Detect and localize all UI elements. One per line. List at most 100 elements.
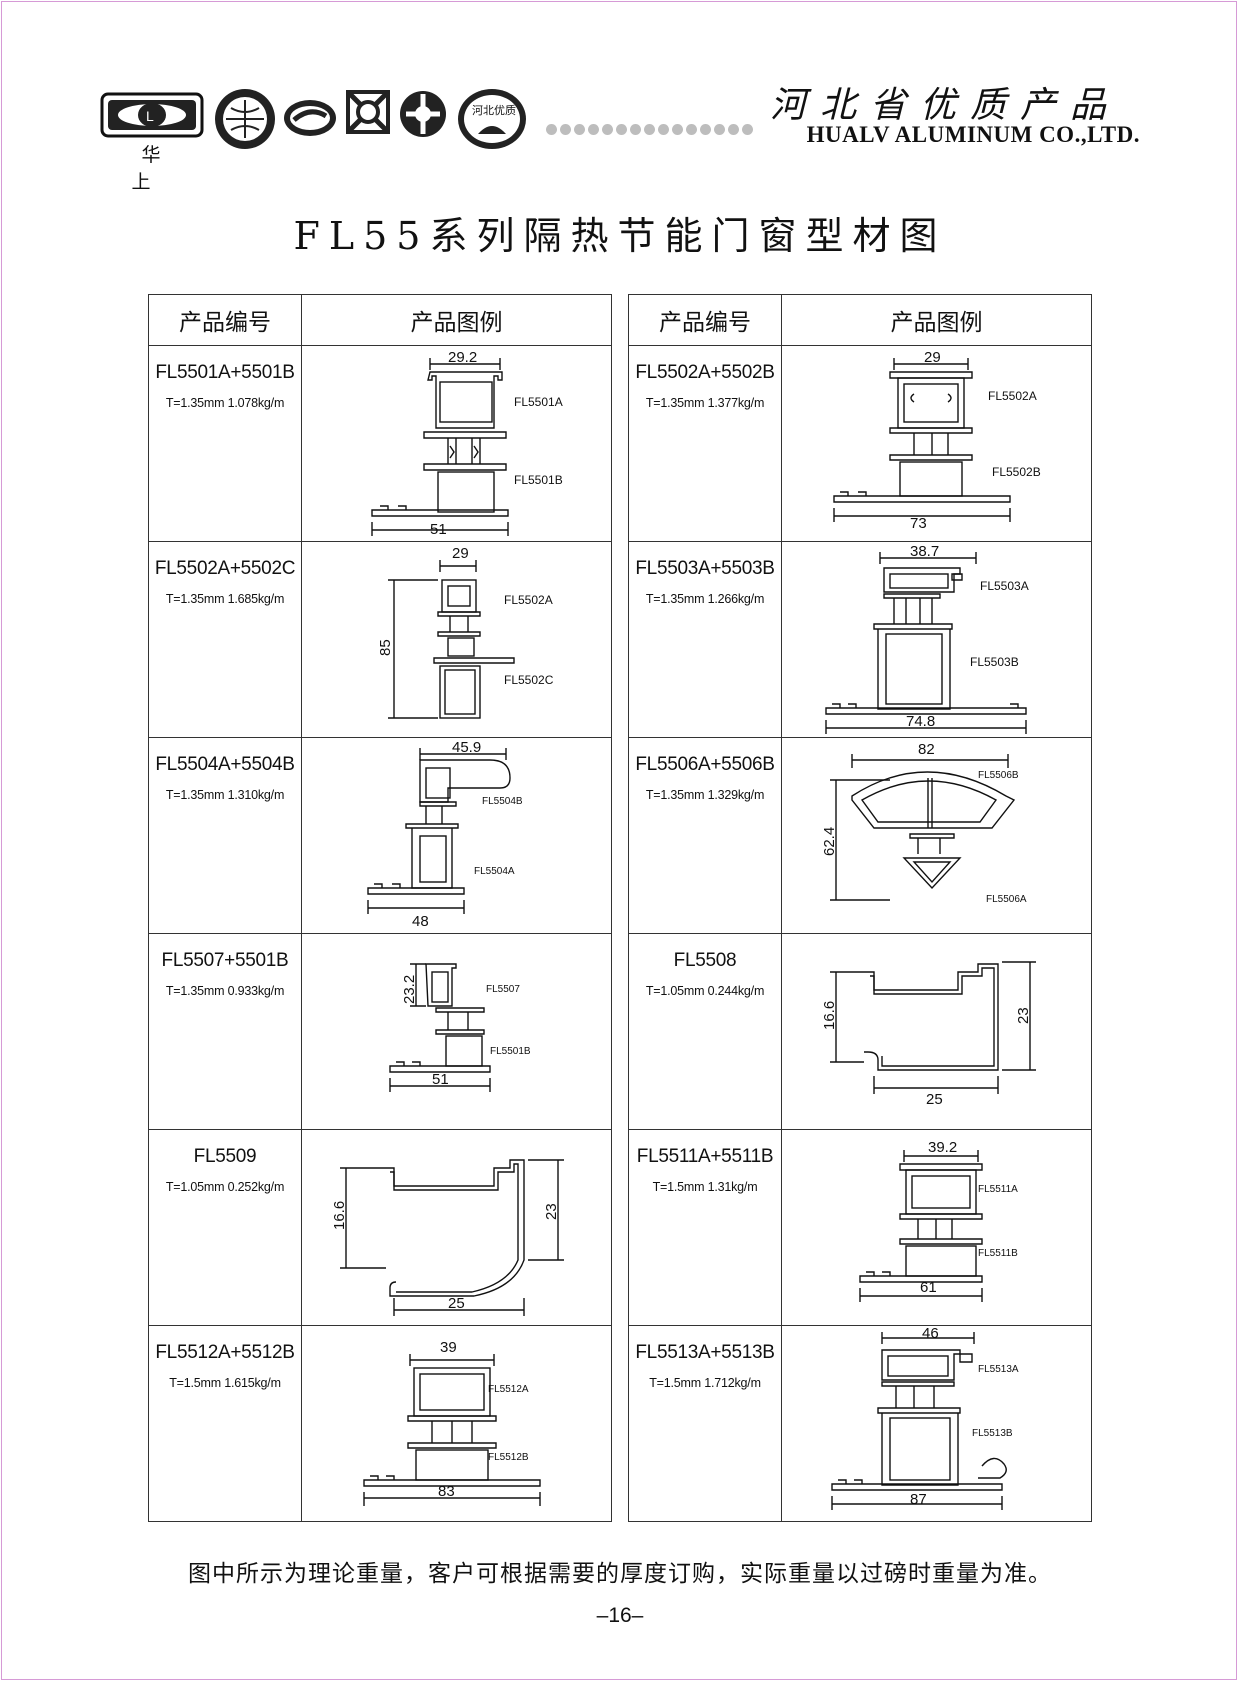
part-label: FL5502A [504, 593, 553, 607]
quality-title: 河北省优质产品 [769, 85, 1120, 126]
part-label: FL5502A [988, 389, 1037, 403]
product-figure: 82 62.4 FL5506B FL5506A [781, 737, 1092, 934]
product-figure: 39.2 61 FL5511A FL5511B [781, 1129, 1092, 1326]
dim-label: 23.2 [401, 975, 418, 1004]
dim-label: 83 [438, 1483, 455, 1500]
dim-label: 38.7 [910, 543, 939, 560]
table-row: FL5509 T=1.05mm 0.252kg/m 16.6 23 25 [148, 1129, 612, 1326]
part-label: FL5511A [978, 1184, 1018, 1195]
table-row: FL5503A+5503B T=1.35mm 1.266kg/m 38.7 [628, 541, 1092, 738]
logo-strip: L 华 上 河北优质 [100, 82, 540, 193]
hualv-logo-icon: L [100, 92, 204, 138]
dim-label: 73 [910, 515, 927, 532]
logo-caption: 华 上 [131, 144, 183, 193]
dim-label: 51 [432, 1071, 449, 1088]
product-cell: FL5509 T=1.05mm 0.252kg/m [148, 1129, 302, 1326]
product-code: FL5506A+5506B [635, 754, 775, 775]
product-code: FL5508 [673, 950, 737, 971]
product-code: FL5509 [193, 1146, 257, 1167]
table-row: FL5513A+5513B T=1.5mm 1.712kg/m [628, 1325, 1092, 1522]
part-label: FL5501B [514, 473, 563, 487]
dim-label: 29.2 [448, 349, 477, 366]
product-spec: T=1.05mm 0.252kg/m [165, 1180, 285, 1194]
product-figure: 29 85 FL5502A FL5502C [301, 541, 612, 738]
hebei-quality-badge-icon: 河北优质 [458, 89, 526, 149]
part-label: FL5504B [482, 796, 523, 807]
part-label: FL5513A [978, 1364, 1019, 1375]
dim-label: 25 [926, 1091, 943, 1108]
profile-drawing: 16.6 23 25 [821, 961, 1036, 1108]
svg-text:L: L [146, 108, 154, 124]
product-spec: T=1.35mm 1.377kg/m [645, 396, 765, 410]
product-cell: FL5502A+5502B T=1.35mm 1.377kg/m [628, 345, 782, 542]
dim-label: 46 [922, 1326, 939, 1342]
dim-label: 25 [448, 1295, 465, 1312]
page-title: FL55系列隔热节能门窗型材图 [293, 214, 947, 258]
table-row: FL5502A+5502C T=1.35mm 1.685kg/m 29 [148, 541, 612, 738]
part-label: FL5511B [978, 1248, 1018, 1259]
product-cell: FL5501A+5501B T=1.35mm 1.078kg/m [148, 345, 302, 542]
product-figure: 23.2 51 FL5507 FL5501B [301, 933, 612, 1130]
table-row: FL5512A+5512B T=1.5mm 1.615kg/m 39 83 FL… [148, 1325, 612, 1522]
profile-drawing: 82 62.4 FL5506B FL5506A [821, 741, 1027, 905]
profile-drawing: 38.7 74.8 FL5503A FL5503B [825, 543, 1029, 734]
profile-drawing: 23.2 51 FL5507 FL5501B [389, 963, 531, 1092]
globe-badge-icon [215, 89, 275, 149]
part-label: FL5512B [488, 1452, 529, 1463]
product-figure: 29.2 51 FL5501A FL5501B [301, 345, 612, 542]
product-spec: T=1.5mm 1.31kg/m [652, 1180, 758, 1194]
catalog-table-right: 产品编号 产品图例 FL5502A+5502B T=1.35mm 1.377kg… [628, 294, 1092, 1522]
product-code: FL5504A+5504B [155, 754, 295, 775]
cert-mark-icon [346, 90, 390, 134]
part-label: FL5506A [986, 894, 1027, 905]
part-label: FL5512A [488, 1384, 529, 1395]
profile-drawing: 45.9 48 FL5504B FL5504A [367, 739, 523, 930]
product-cell: FL5512A+5512B T=1.5mm 1.615kg/m [148, 1325, 302, 1522]
part-label: FL5503B [970, 655, 1019, 669]
product-cell: FL5507+5501B T=1.35mm 0.933kg/m [148, 933, 302, 1130]
dim-label: 29 [924, 349, 941, 366]
product-cell: FL5502A+5502C T=1.35mm 1.685kg/m [148, 541, 302, 738]
product-spec: T=1.5mm 1.615kg/m [169, 1376, 281, 1390]
dim-label: 62.4 [821, 827, 838, 856]
product-figure: 38.7 74.8 FL5503A FL5503B [781, 541, 1092, 738]
product-spec: T=1.35mm 1.685kg/m [165, 592, 285, 606]
page-number: –16– [596, 1604, 644, 1627]
product-spec: T=1.35mm 1.078kg/m [165, 396, 285, 410]
catalog-table-left: 产品编号 产品图例 FL5501A+5501B T=1.35mm 1.078kg… [148, 294, 612, 1522]
product-cell: FL5511A+5511B T=1.5mm 1.31kg/m [628, 1129, 782, 1326]
product-spec: T=1.35mm 1.266kg/m [645, 592, 765, 606]
product-figure: 39 83 FL5512A FL5512B [301, 1325, 612, 1522]
emblem-badge-icon [400, 91, 446, 137]
divider-dots [546, 121, 756, 137]
product-cell: FL5508 T=1.05mm 0.244kg/m [628, 933, 782, 1130]
dim-label: 85 [377, 639, 394, 656]
profile-drawing: 29 73 FL5502A FL5502B [833, 349, 1041, 532]
profile-drawing: 39.2 61 FL5511A FL5511B [859, 1139, 1018, 1302]
product-code: FL5502A+5502C [154, 558, 296, 579]
product-code: FL5511A+5511B [636, 1146, 774, 1167]
dim-label: 51 [430, 521, 447, 538]
product-code: FL5502A+5502B [635, 362, 775, 383]
product-cell: FL5504A+5504B T=1.35mm 1.310kg/m [148, 737, 302, 934]
header-figure: 产品图例 [301, 294, 612, 346]
product-code: FL5513A+5513B [635, 1342, 775, 1363]
product-code: FL5503A+5503B [635, 558, 775, 579]
part-label: FL5504A [474, 866, 515, 877]
part-label: FL5501B [490, 1046, 531, 1057]
product-cell: FL5503A+5503B T=1.35mm 1.266kg/m [628, 541, 782, 738]
cma-badge-icon [284, 100, 336, 136]
product-cell: FL5506A+5506B T=1.35mm 1.329kg/m [628, 737, 782, 934]
part-label: FL5501A [514, 395, 563, 409]
dim-label: 29 [452, 545, 469, 562]
part-label: FL5513B [972, 1428, 1013, 1439]
footnote: 图中所示为理论重量，客户可根据需要的厚度订购，实际重量以过磅时重量为准。 [188, 1561, 1052, 1587]
table-row: FL5501A+5501B T=1.35mm 1.078kg/m 29.2 [148, 345, 612, 542]
dim-label: 39.2 [928, 1139, 957, 1156]
dim-label: 16.6 [331, 1201, 348, 1230]
dim-label: 48 [412, 913, 429, 930]
product-cell: FL5513A+5513B T=1.5mm 1.712kg/m [628, 1325, 782, 1522]
dim-label: 45.9 [452, 739, 481, 756]
product-spec: T=1.35mm 1.329kg/m [645, 788, 765, 802]
table-row: FL5511A+5511B T=1.5mm 1.31kg/m 39.2 61 [628, 1129, 1092, 1326]
